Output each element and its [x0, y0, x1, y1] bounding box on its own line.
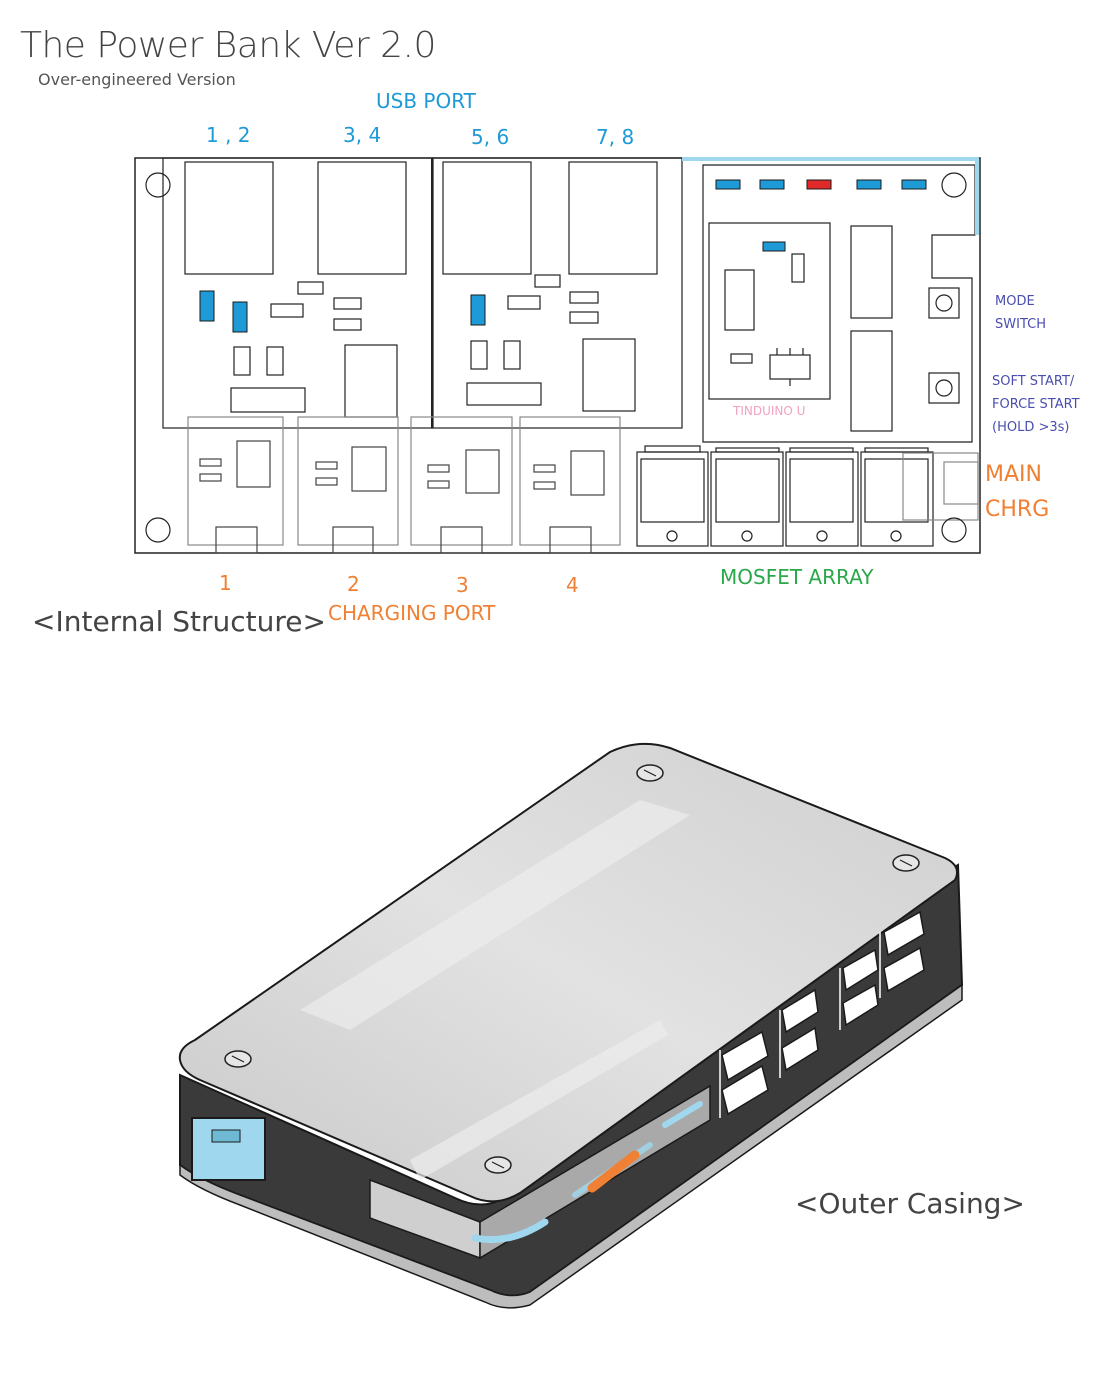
charging-port-number: 3	[456, 573, 469, 597]
page-subtitle: Over-engineered Version	[38, 70, 236, 89]
mounting-hole-top-right	[941, 172, 967, 198]
capacitor-blue	[199, 290, 215, 322]
usb-port-7-8	[568, 161, 658, 275]
usb-port-5-6	[442, 161, 532, 275]
usb-group-label: 1 , 2	[206, 123, 251, 147]
status-led-2	[759, 179, 785, 190]
soft-start-label: SOFT START/	[992, 374, 1075, 389]
mode-switch-button	[928, 287, 960, 319]
charging-port-heading: CHARGING PORT	[328, 601, 496, 625]
usb-group-label: 3, 4	[343, 123, 382, 147]
case-top-lid	[178, 742, 958, 1203]
mcu-label: TINDUINO U	[733, 404, 806, 418]
mounting-hole-bottom-right	[941, 517, 967, 543]
main-chrg-label: CHRG	[985, 497, 1050, 522]
status-led-1	[715, 179, 741, 190]
mounting-hole-top-left	[145, 172, 171, 198]
charging-port-3	[410, 416, 513, 546]
charging-port-number: 4	[566, 573, 579, 597]
usb-port-1-2	[184, 161, 274, 275]
mounting-hole-bottom-left	[145, 517, 171, 543]
charging-port-number: 2	[347, 572, 360, 596]
usb-group-label: 7, 8	[596, 125, 635, 149]
usb-group-label: 5, 6	[471, 125, 510, 149]
status-led-red	[806, 179, 832, 190]
mosfet-array-label: MOSFET ARRAY	[720, 565, 874, 589]
orange-accent-strip	[587, 1150, 640, 1193]
charging-port-1	[187, 416, 284, 546]
status-led-4	[856, 179, 882, 190]
main-chrg-label: MAIN	[985, 462, 1042, 487]
mcu-module	[708, 222, 831, 400]
soft-start-button	[928, 372, 960, 404]
front-charging-port	[191, 1117, 266, 1181]
charging-port-4	[519, 416, 621, 546]
status-led-5	[901, 179, 927, 190]
charging-port-2	[297, 416, 399, 546]
section-internal-label: <Internal Structure>	[32, 605, 326, 638]
mode-switch-label: MODE	[995, 294, 1035, 309]
page-title: The Power Bank Ver 2.0	[20, 25, 436, 66]
usb-port-heading: USB PORT	[376, 89, 476, 113]
mode-switch-label: SWITCH	[995, 317, 1046, 332]
soft-start-label: FORCE START	[992, 397, 1080, 412]
section-outer-label: <Outer Casing>	[795, 1187, 1025, 1220]
soft-start-label: (HOLD >3s)	[992, 420, 1070, 435]
usb-port-3-4	[317, 161, 407, 275]
charging-port-number: 1	[219, 571, 232, 595]
